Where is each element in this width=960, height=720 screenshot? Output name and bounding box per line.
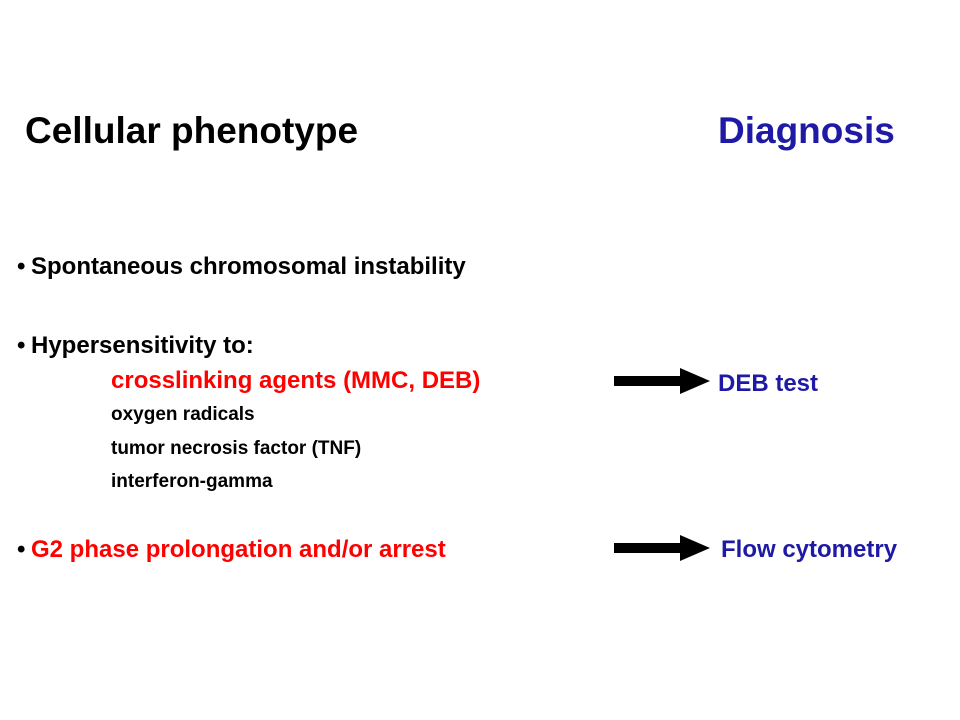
phenotype-spontaneous-label: Spontaneous chromosomal instability [31, 253, 466, 280]
agent-tnf: tumor necrosis factor (TNF) [111, 438, 362, 459]
deb-test-label: DEB test [718, 370, 819, 397]
diagnosis-heading: Diagnosis [718, 110, 895, 151]
phenotype-g2-label: G2 phase prolongation and/or arrest [31, 536, 446, 563]
cellular-phenotype-heading: Cellular phenotype [25, 110, 359, 151]
bullet-icon: • [17, 332, 26, 359]
right-arrow-icon [614, 535, 710, 561]
right-arrow-icon [614, 368, 710, 394]
phenotype-g2-phase: •G2 phase prolongation and/or arrest [17, 538, 446, 562]
bullet-icon: • [17, 253, 26, 280]
phenotype-spontaneous-instability: •Spontaneous chromosomal instability [17, 255, 466, 279]
agent-oxygen-radicals: oxygen radicals [111, 404, 255, 425]
agent-crosslinking: crosslinking agents (MMC, DEB) [111, 367, 481, 394]
bullet-icon: • [17, 536, 26, 563]
phenotype-hypersensitivity-label: Hypersensitivity to: [31, 332, 254, 359]
phenotype-hypersensitivity: •Hypersensitivity to: [17, 334, 254, 358]
flow-cytometry-label: Flow cytometry [721, 536, 898, 563]
agent-interferon-gamma: interferon-gamma [111, 471, 273, 492]
